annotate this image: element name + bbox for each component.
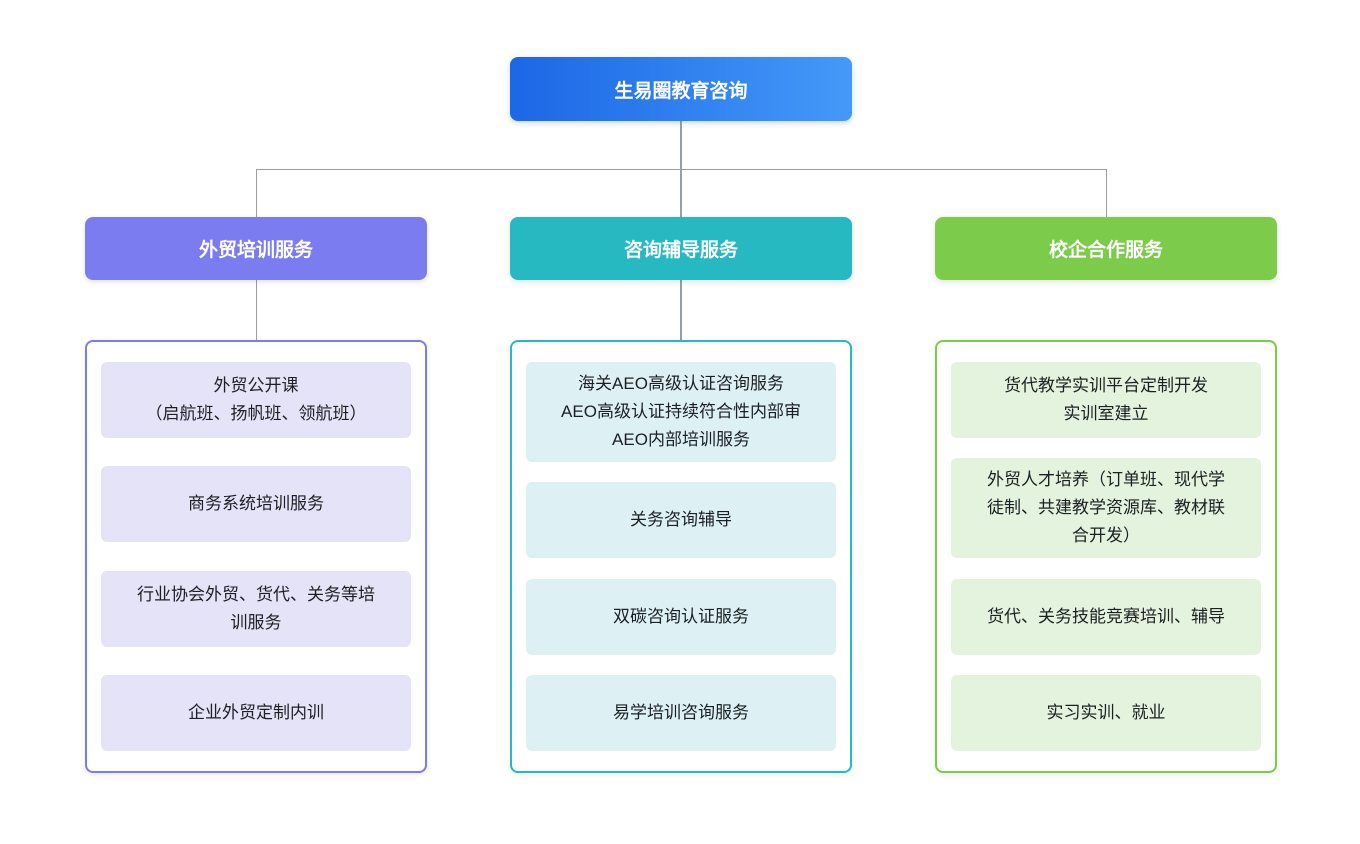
service-item: 商务系统培训服务: [101, 466, 411, 543]
branch-container-school-enterprise: 货代教学实训平台定制开发 实训室建立 外贸人才培养（订单班、现代学徒制、共建教学…: [935, 340, 1277, 773]
connector-branch2-container: [680, 280, 682, 340]
service-item: 行业协会外贸、货代、关务等培训服务: [101, 570, 411, 647]
service-item: 海关AEO高级认证咨询服务 AEO高级认证持续符合性内部审 AEO内部培训服务: [526, 362, 836, 462]
service-item: 关务咨询辅导: [526, 482, 836, 559]
connector-branch1-down: [255, 168, 257, 218]
connector-root-down: [680, 121, 682, 169]
connector-branch3-down: [1105, 168, 1107, 218]
service-item: 企业外贸定制内训: [101, 674, 411, 751]
service-item: 外贸公开课 （启航班、扬帆班、领航班）: [101, 362, 411, 438]
service-item: 易学培训咨询服务: [526, 674, 836, 751]
service-item: 双碳咨询认证服务: [526, 578, 836, 655]
connector-branch1-container: [255, 280, 257, 340]
root-node: 生易圈教育咨询: [510, 57, 852, 121]
branch-container-foreign-trade-training: 外贸公开课 （启航班、扬帆班、领航班） 商务系统培训服务 行业协会外贸、货代、关…: [85, 340, 427, 773]
service-item: 外贸人才培养（订单班、现代学徒制、共建教学资源库、教材联合开发）: [951, 458, 1261, 559]
service-item: 货代、关务技能竞赛培训、辅导: [951, 578, 1261, 655]
branch-header-school-enterprise: 校企合作服务: [935, 217, 1277, 280]
connector-branch2-down: [680, 168, 682, 218]
branch-header-consulting-coaching: 咨询辅导服务: [510, 217, 852, 280]
branch-header-foreign-trade-training: 外贸培训服务: [85, 217, 427, 280]
branch-container-consulting-coaching: 海关AEO高级认证咨询服务 AEO高级认证持续符合性内部审 AEO内部培训服务 …: [510, 340, 852, 773]
service-item: 货代教学实训平台定制开发 实训室建立: [951, 362, 1261, 438]
service-item: 实习实训、就业: [951, 674, 1261, 751]
